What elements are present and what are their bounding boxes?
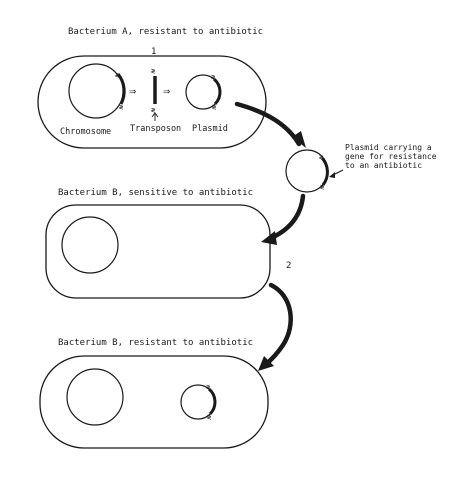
transfer-arrow-1 xyxy=(234,101,302,147)
transposon-pointer-arrowhead xyxy=(151,112,159,118)
bacterium-b-sensitive-cell xyxy=(45,204,271,299)
chromosome-insertion-mark-top: ≷ xyxy=(115,71,119,79)
plasmid-transposon-segment xyxy=(212,77,222,106)
acquired-plasmid-mark-top: ≷ xyxy=(206,383,210,391)
bacterium-b-sensitive-title: Bacterium B, sensitive to antibiotic xyxy=(58,188,253,198)
acquired-plasmid-transposon-segment xyxy=(207,387,217,416)
bacterium-a-title: Bacterium A, resistant to antibiotic xyxy=(68,27,263,37)
free-plasmid-transposon-segment xyxy=(320,156,329,186)
step-1-label: 1 xyxy=(151,47,156,57)
free-plasmid-mark-bottom: ≷ xyxy=(320,183,324,191)
transposon-end-mark-top: ≷ xyxy=(151,67,155,75)
bacterium-b-resistant-chromosome xyxy=(66,368,124,426)
transfer-arrow-3-head xyxy=(258,356,274,371)
bacterium-b-resistant-title: Bacterium B, resistant to antibiotic xyxy=(58,338,253,348)
free-plasmid-mark-top: ≷ xyxy=(319,153,323,161)
plasmid-insertion-mark-top: ≷ xyxy=(211,73,215,81)
bacterium-b-sensitive-chromosome xyxy=(61,216,119,274)
transfer-arrow-2-head xyxy=(261,231,277,245)
plasmid-insertion-mark-bottom: ≷ xyxy=(212,103,216,111)
arrow-to-transposon: ⇒ xyxy=(129,84,136,98)
bacterium-a-cell xyxy=(37,55,267,149)
callout-pointer-head xyxy=(329,172,335,178)
callout-line-2: gene for resistance xyxy=(345,152,437,161)
callout-line-1: Plasmid carrying a xyxy=(345,143,432,152)
bacterium-b-resistant-cell xyxy=(39,355,269,449)
transfer-arrow-1-head xyxy=(292,131,306,148)
transposon-end-mark-bottom: ≷ xyxy=(151,106,155,114)
step-2-label: 2 xyxy=(286,261,291,271)
acquired-plasmid-mark-bottom: ≷ xyxy=(207,413,211,421)
transfer-arrow-3 xyxy=(262,282,293,368)
arrow-to-plasmid: ⇒ xyxy=(163,84,170,98)
chromosome-insertion-mark-bottom: ≷ xyxy=(119,103,123,111)
chromosome-transposon-segment xyxy=(116,73,126,105)
plasmid-label: Plasmid xyxy=(192,124,228,134)
callout-line-3: to an antibiotic xyxy=(345,161,422,170)
chromosome-label: Chromosome xyxy=(60,127,111,137)
transposon-label: Transposon xyxy=(130,124,181,134)
